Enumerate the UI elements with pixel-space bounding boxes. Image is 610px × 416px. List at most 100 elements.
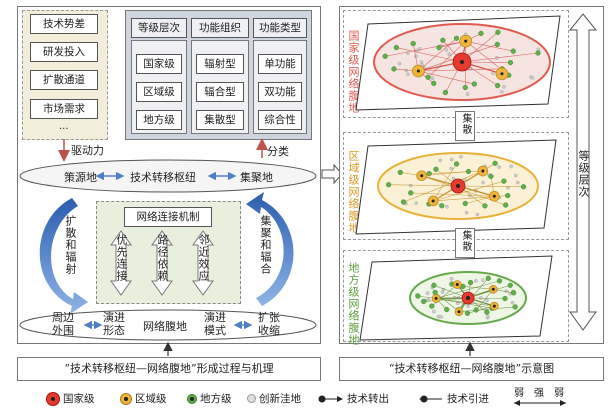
local-node	[462, 200, 468, 207]
innovation-node	[509, 164, 513, 169]
local-node	[436, 44, 442, 51]
legend-national-label: 国家级	[63, 393, 95, 405]
network-link	[396, 47, 463, 63]
national-node-core	[466, 296, 470, 300]
regional-node-core	[492, 304, 496, 308]
network-link	[388, 184, 459, 187]
innovation-node	[466, 304, 470, 309]
innovation-node	[436, 314, 441, 319]
national-node-icon	[46, 391, 60, 406]
regional-node-core	[500, 72, 504, 76]
local-node	[431, 80, 437, 86]
between-box-1	[455, 111, 475, 141]
local-node	[442, 90, 448, 96]
innovation-node	[502, 84, 506, 89]
local-node	[482, 203, 488, 209]
factor-demand: 市场需求	[30, 99, 98, 119]
legend-regional: 区域级	[120, 391, 167, 406]
hub-center: 技术转移枢纽	[130, 171, 196, 184]
innovation-node	[464, 210, 469, 215]
network-link	[403, 170, 483, 203]
local-node	[462, 84, 468, 91]
local-node	[484, 309, 490, 315]
regional-node-core	[464, 39, 468, 43]
regional-node-core	[457, 310, 461, 314]
tech-in-icon	[419, 395, 442, 402]
innovation-node	[449, 166, 454, 171]
local-node	[471, 81, 477, 87]
innovation-node	[449, 157, 454, 162]
factor-more: ...	[59, 121, 69, 132]
innovation-node	[459, 154, 463, 159]
local-node	[505, 192, 511, 199]
network-link	[421, 171, 469, 177]
cell-distribute: 集散型	[196, 110, 244, 130]
innovation-node	[432, 309, 436, 314]
classify-label: 分类	[267, 145, 289, 158]
between-label-1: 集散	[460, 113, 471, 135]
innovation-node	[510, 301, 515, 305]
regional-node-core	[416, 69, 420, 73]
network-link	[385, 40, 466, 57]
local-node	[496, 278, 503, 284]
local-node	[464, 310, 471, 316]
cell-local: 地方级	[136, 110, 182, 130]
network-link	[433, 180, 504, 202]
local-node	[431, 282, 437, 288]
local-node	[382, 53, 388, 59]
innovation-node	[447, 52, 452, 56]
innovation-node-icon	[247, 394, 256, 403]
left-caption: “技术转移枢纽—网络腹地”形成过程与机理	[17, 357, 321, 381]
legend-strong: 强	[534, 388, 544, 399]
innovation-node	[485, 298, 489, 303]
factor-rd: 研发投入	[30, 42, 98, 62]
local-node	[478, 30, 484, 37]
hierarchy-label: 等级层次	[577, 150, 590, 198]
network-link	[457, 185, 524, 188]
national-node-core	[460, 60, 464, 64]
innovation-node	[474, 279, 478, 283]
local-node	[512, 304, 518, 310]
local-node	[495, 29, 501, 35]
legend-innovation: 创新洼地	[247, 391, 301, 406]
diffuse-label: 扩散和辐射	[64, 215, 77, 275]
national-node-core	[456, 184, 460, 188]
hinter-evolve-form: 演进形态	[103, 311, 125, 337]
between-box-2	[455, 228, 475, 258]
legend-national: 国家级	[46, 391, 95, 406]
network-link	[436, 280, 500, 299]
innovation-node	[405, 72, 410, 77]
local-node	[495, 82, 501, 89]
cell-converge: 辐合型	[196, 82, 244, 102]
hinter-center: 网络腹地	[143, 320, 187, 333]
network-link	[418, 38, 457, 72]
mech-preferential: 优先连接	[115, 234, 128, 282]
local-node	[393, 44, 399, 51]
local-node	[503, 202, 509, 208]
local-node	[408, 190, 414, 196]
local-node	[492, 160, 498, 166]
legend-out-label: 技术转出	[347, 393, 389, 405]
legend-weak-2: 弱	[554, 388, 564, 399]
between-label-2: 集散	[460, 230, 471, 252]
factor-tech-gap: 技术势差	[30, 14, 98, 34]
network-link	[427, 40, 466, 78]
innovation-node	[515, 180, 520, 185]
cell-national: 国家级	[136, 54, 182, 74]
regional-node-core	[491, 287, 495, 291]
legend-innovation-label: 创新洼地	[259, 393, 301, 405]
network-link	[475, 289, 494, 311]
innovation-node	[481, 180, 485, 185]
local-node	[494, 41, 500, 48]
right-caption: “技术转移枢纽—网络腹地”示意图	[339, 357, 604, 381]
local-node	[400, 199, 407, 205]
level-label-regional: 区域级网络腹地	[347, 150, 360, 234]
factor-channel: 扩散通道	[30, 70, 98, 90]
local-node	[453, 35, 460, 41]
